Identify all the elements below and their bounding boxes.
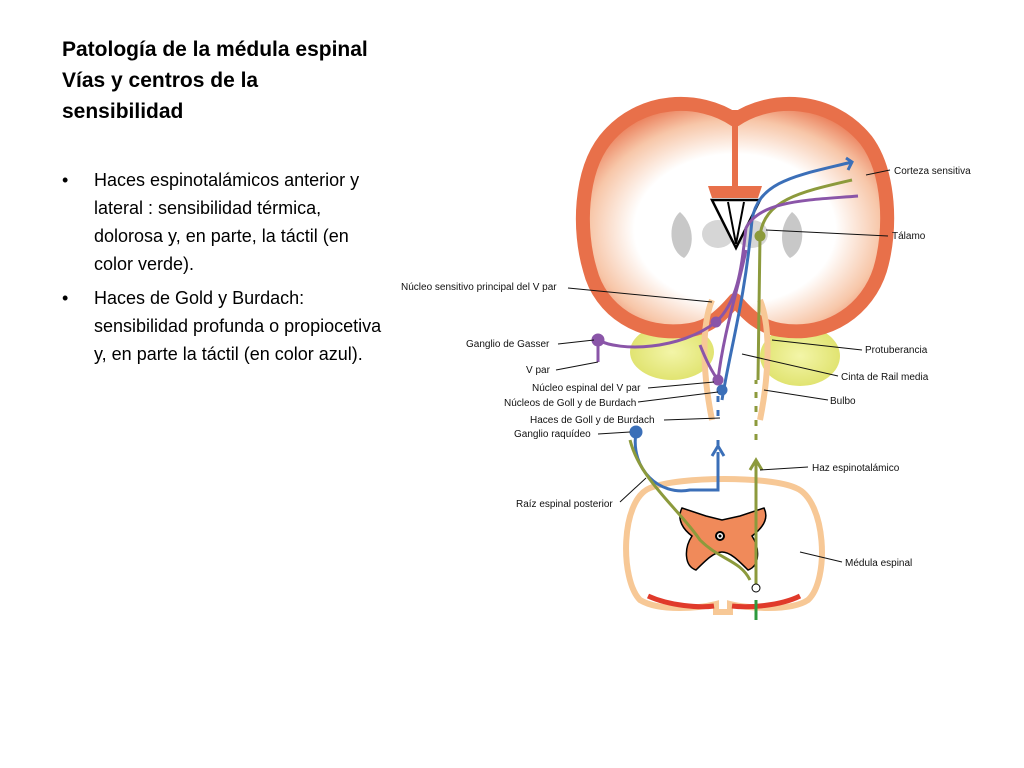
bullet-glyph: •: [62, 288, 69, 308]
label-nucleo-principal: Núcleo sensitivo principal del V par: [401, 282, 557, 293]
label-leader-lines: [555, 169, 891, 563]
green-pathway: [628, 178, 853, 620]
bullet-glyph: •: [62, 170, 69, 190]
label-protuberancia: Protuberancia: [865, 345, 928, 356]
label-corteza: Corteza sensitiva: [894, 166, 971, 177]
purple-pathway: [591, 194, 859, 386]
label-ganglio-raquideo: Ganglio raquídeo: [514, 429, 591, 440]
label-bulbo: Bulbo: [830, 396, 856, 407]
diagram-labels: Corteza sensitiva Tálamo Núcleo sensitiv…: [401, 166, 971, 569]
label-haces-goll: Haces de Goll y de Burdach: [530, 415, 655, 426]
label-medula: Médula espinal: [845, 558, 912, 569]
bullet-item: • Haces espinotalámicos anterior y later…: [62, 166, 382, 278]
label-v-par: V par: [526, 365, 551, 376]
label-raiz-posterior: Raíz espinal posterior: [516, 499, 613, 510]
label-nucleo-espinal: Núcleo espinal del V par: [532, 383, 641, 394]
label-cinta-rail: Cinta de Rail media: [841, 372, 929, 383]
label-nucleos-goll: Núcleos de Goll y de Burdach: [504, 398, 636, 409]
bullet-list: • Haces espinotalámicos anterior y later…: [62, 166, 382, 374]
slide-title: Patología de la médula espinal Vías y ce…: [62, 34, 382, 127]
label-talamo: Tálamo: [892, 231, 926, 242]
spinal-cord-section: [623, 476, 825, 615]
title-line-2: Vías y centros de la sensibilidad: [62, 69, 259, 123]
bullet-text: Haces espinotalámicos anterior y lateral…: [94, 170, 360, 274]
label-haz-espinotalamico: Haz espinotalámico: [812, 463, 900, 474]
label-gasser: Ganglio de Gasser: [466, 339, 550, 350]
bullet-text: Haces de Gold y Burdach: sensibilidad pr…: [94, 288, 382, 364]
bullet-item: • Haces de Gold y Burdach: sensibilidad …: [62, 284, 382, 368]
title-line-1: Patología de la médula espinal: [62, 38, 368, 61]
